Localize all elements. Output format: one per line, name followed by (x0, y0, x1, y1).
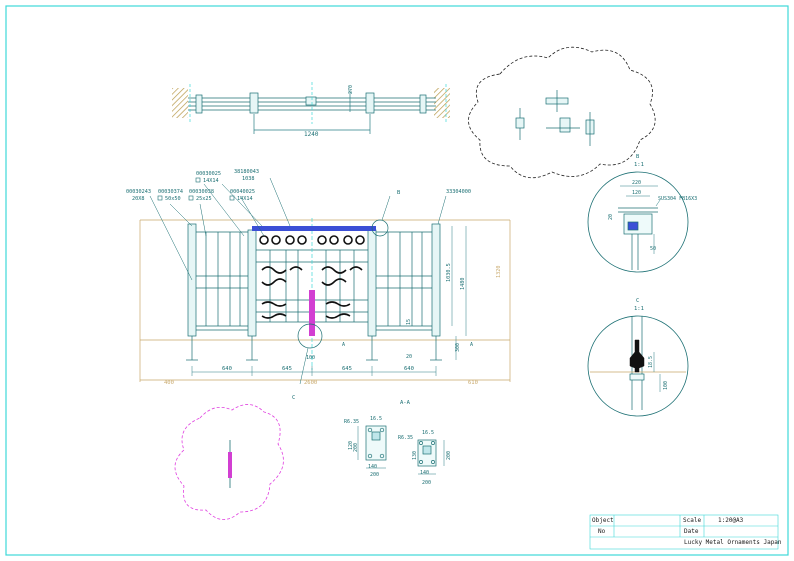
svg-text:00040025: 00040025 (230, 189, 255, 195)
detail-b-dim-inner: 120 (632, 190, 641, 196)
detail-b-spec: SUS304 FB16X3 (658, 196, 697, 202)
dim-small-1: 20 (406, 354, 412, 360)
plate-right-d4: 130 (412, 451, 418, 460)
plan-view (172, 82, 450, 134)
svg-text:33304000: 33304000 (446, 189, 471, 195)
callout-label-c: C (292, 395, 295, 401)
callout-circle-b (371, 219, 389, 237)
callout-label-b: B (397, 190, 401, 196)
callout-circle-c (297, 323, 323, 349)
part-label-5: 00040025 14X14 (229, 189, 255, 202)
cloud-parts (515, 90, 595, 146)
part-label-3: 00030038 25x25 (188, 189, 214, 202)
detail-c-dim-a: 18.5 (648, 356, 654, 368)
dim-bottom-2: 645 (282, 366, 292, 372)
title-block-date-label: Date (684, 528, 699, 535)
dim-height-total: 1320 (496, 266, 502, 279)
detail-b-dim-small: 20 (608, 214, 614, 220)
dim-right-ext: 610 (468, 380, 478, 386)
detail-b-geometry (618, 185, 661, 270)
base-plate-right (417, 439, 445, 475)
detail-c-post-profile (629, 339, 645, 373)
plate-left-d2: 140 (368, 464, 377, 470)
detail-b-circle (587, 171, 689, 273)
section-marker-right: A (470, 342, 473, 348)
svg-text:38180043: 38180043 (234, 169, 259, 175)
dim-bottom-3: 645 (342, 366, 352, 372)
title-block-scale-value: 1:20@A3 (718, 517, 744, 524)
svg-text:00030374: 00030374 (158, 189, 183, 195)
part-label-6: 38180043 1038 (234, 169, 259, 182)
detail-c-title: C (636, 298, 639, 304)
plate-left-d4: 120 (348, 441, 354, 450)
dim-small-2: 15 (406, 319, 412, 325)
plate-right-d1: 16.5 (422, 430, 434, 436)
plate-right-radius: R6.35 (398, 435, 413, 441)
center-post (309, 290, 315, 336)
dim-left-ext: 400 (164, 380, 174, 386)
wall-left-hatch (172, 88, 188, 118)
leader-lines (149, 177, 447, 385)
svg-text:1038: 1038 (242, 176, 255, 182)
plate-left-d1: 16.5 (370, 416, 382, 422)
plan-dim-width: 1240 (304, 131, 319, 138)
revision-cloud-bottom (174, 404, 284, 520)
plate-right-d3: 200 (422, 480, 431, 486)
title-block-object-label: Object (592, 517, 614, 524)
detail-b-scale: 1:1 (634, 162, 644, 168)
part-label-4: 00030025 14X14 (195, 171, 221, 184)
title-block-company: Lucky Metal Ornaments Japan (684, 539, 782, 546)
dim-right-1: 1030.5 (446, 263, 452, 282)
detail-c-scale: 1:1 (634, 306, 644, 312)
part-label-7: 33304000 (446, 189, 471, 195)
detail-b-dim-side: 50 (650, 246, 656, 252)
svg-text:20X8: 20X8 (132, 196, 145, 202)
svg-text:50x50: 50x50 (165, 196, 181, 202)
plate-left-d5: 200 (353, 443, 359, 452)
plate-right-d2: 140 (420, 470, 429, 476)
part-label-1: 00030243 20X8 (126, 189, 151, 202)
svg-text:25x25: 25x25 (196, 196, 212, 202)
plate-right-d5: 200 (446, 451, 452, 460)
base-plate-left (357, 425, 387, 469)
cloud-bottom-part (228, 440, 232, 488)
title-block-no-label: No (598, 528, 606, 535)
top-beam (252, 226, 376, 231)
svg-text:00030243: 00030243 (126, 189, 151, 195)
section-aa-title: A-A (400, 400, 411, 406)
svg-text:00030025: 00030025 (196, 171, 221, 177)
svg-text:00030038: 00030038 (189, 189, 214, 195)
plan-dim-depth: 270 (348, 85, 354, 94)
ground-envelope (139, 219, 511, 382)
detail-c-dim-b: 100 (663, 381, 669, 390)
sheet-border (5, 5, 789, 556)
title-block (589, 514, 779, 550)
detail-b-dim-outer: 220 (632, 180, 641, 186)
dim-bottom-4: 640 (404, 366, 414, 372)
title-block-scale-label: Scale (683, 517, 702, 524)
dim-total: 2600 (304, 380, 317, 386)
dim-center: 100 (306, 355, 315, 361)
detail-b-title: B (636, 154, 640, 160)
dim-bottom-1: 640 (222, 366, 232, 372)
revision-cloud-top (468, 46, 656, 179)
section-marker-left: A (342, 342, 345, 348)
svg-text:14X14: 14X14 (237, 196, 253, 202)
plate-left-d3: 200 (370, 472, 379, 478)
dim-right-2: 1480 (460, 278, 466, 291)
elevation-dim-lines (191, 226, 467, 376)
part-label-2: 00030374 50x50 (157, 189, 183, 202)
dim-foot: 300 (455, 343, 461, 352)
plate-left-radius: R6.35 (344, 419, 359, 425)
detail-c-circle (587, 315, 689, 417)
svg-text:14X14: 14X14 (203, 178, 219, 184)
wall-right-hatch (434, 88, 450, 118)
